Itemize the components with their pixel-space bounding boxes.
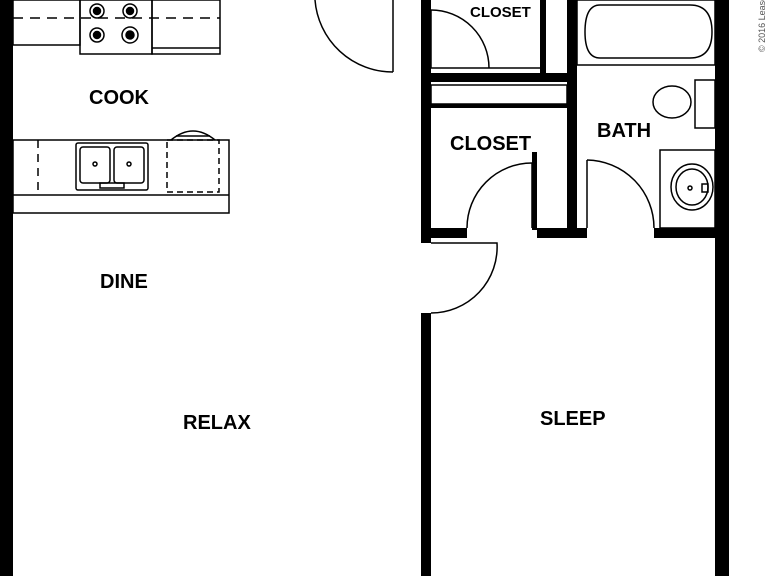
bathtub-basin — [584, 4, 713, 59]
burner-icon — [92, 30, 102, 40]
label-sleep: SLEEP — [540, 408, 606, 430]
refrigerator — [151, 0, 221, 55]
drain-icon — [126, 161, 132, 167]
drain-icon — [687, 185, 693, 191]
bathtub — [576, 0, 716, 66]
copyright-text: © 2016 Lease — [757, 0, 767, 52]
label-relax: RELAX — [183, 412, 251, 434]
wall-top-closet-bottom — [431, 73, 569, 82]
burner-icon — [92, 6, 102, 16]
wall-mid-closet-top — [431, 104, 567, 108]
door-bedroom-arc — [430, 242, 498, 314]
door-mid-closet-arc — [466, 162, 533, 229]
vanity — [659, 149, 716, 229]
burner-icon — [89, 27, 105, 43]
kitchen — [12, 0, 230, 214]
sink — [75, 142, 149, 191]
island-counter — [12, 139, 230, 214]
closet-mid-outline — [430, 84, 568, 105]
sink-basin-left — [79, 146, 111, 184]
toilet-tank — [694, 79, 716, 129]
walls — [0, 0, 729, 576]
faucet — [99, 182, 125, 189]
door-top-closet-arc — [430, 9, 490, 69]
toilet-bowl — [652, 85, 692, 119]
faucet — [701, 183, 709, 193]
wall-mid-closet-right-jamb — [532, 152, 537, 230]
burner-icon — [122, 3, 138, 19]
wall-center-lower — [421, 313, 431, 576]
drain-icon — [92, 161, 98, 167]
door-entry-arc — [314, 0, 394, 73]
dishwasher — [166, 139, 220, 193]
wall-bath-left — [567, 0, 577, 236]
dishwasher-handle — [170, 130, 216, 141]
sink-basin-right — [113, 146, 145, 184]
burner-icon — [125, 6, 135, 16]
door-bath-arc — [586, 159, 655, 229]
wall-bath-bottom — [654, 228, 715, 238]
label-cook: COOK — [89, 87, 150, 109]
burner-icon — [121, 26, 139, 44]
label-closet-mid: CLOSET — [450, 133, 531, 155]
doors — [314, 0, 655, 314]
upper-counter — [12, 0, 81, 46]
bathroom — [576, 0, 716, 229]
wall-mid-closet-bottom-a — [431, 228, 467, 238]
wall-right — [715, 0, 729, 576]
outlines — [430, 67, 568, 105]
wall-mid-closet-bottom-b — [537, 228, 587, 238]
burner-icon — [89, 3, 105, 19]
wall-left — [0, 0, 13, 576]
label-closet-top: CLOSET — [470, 4, 531, 21]
wall-mid-closet-left — [426, 105, 431, 230]
label-bath: BATH — [597, 120, 651, 142]
lavatory-sink — [670, 163, 714, 211]
label-dine: DINE — [100, 271, 148, 293]
wall-top-closet-right — [540, 0, 546, 73]
burner-icon — [125, 30, 135, 40]
